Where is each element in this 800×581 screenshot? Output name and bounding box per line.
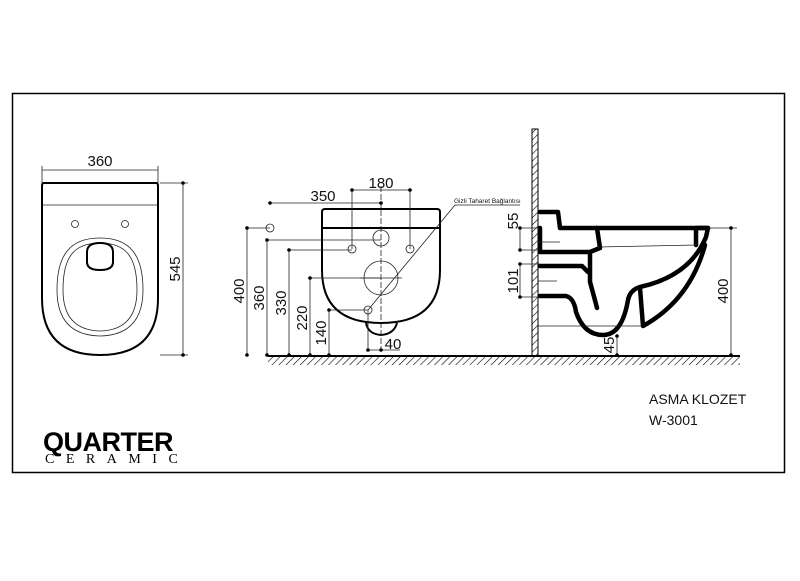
drawing-frame <box>11 92 786 474</box>
side-dim-55: 55 <box>505 213 522 230</box>
top-width-label: 360 <box>87 153 112 170</box>
callout-label: Gizli Taharet Bağlantısı <box>454 198 521 205</box>
logo-sub: CERAMIC <box>45 452 189 467</box>
side-dim-45: 45 <box>601 337 618 354</box>
front-dim-360: 360 <box>251 285 268 310</box>
front-dim-140: 140 <box>313 320 330 345</box>
front-dim-220: 220 <box>294 305 311 330</box>
front-dim-400: 400 <box>231 278 248 303</box>
model-code: W-3001 <box>649 412 698 428</box>
quarter-ceramic-logo: QUARTER CERAMIC <box>43 427 189 467</box>
top-depth-label: 545 <box>167 256 184 281</box>
side-dim-400: 400 <box>715 278 732 303</box>
side-view: 55 101 400 45 <box>505 128 737 357</box>
front-dim-350: 350 <box>310 188 335 205</box>
product-name: ASMA KLOZET <box>649 391 747 407</box>
wall <box>531 128 539 357</box>
front-dim-330: 330 <box>273 290 290 315</box>
floor-hatch <box>268 356 740 365</box>
front-dim-180: 180 <box>368 175 393 192</box>
front-view: 350 180 40 400 360 330 220 140 Gizli Tah… <box>231 175 521 357</box>
front-dim-40: 40 <box>385 336 402 353</box>
side-dim-101: 101 <box>505 268 522 293</box>
top-view: 360 545 <box>41 153 188 357</box>
logo-brand: QUARTER <box>43 427 173 457</box>
